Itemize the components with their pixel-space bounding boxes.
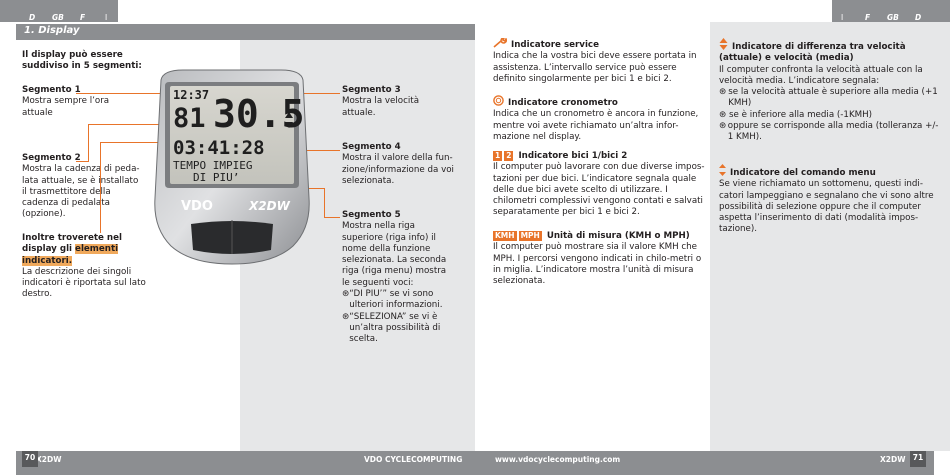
lang-tab-gb[interactable]: GB — [887, 13, 899, 22]
segment-4-block: Segmento 4 Mostra il valore della fun-zi… — [342, 142, 454, 187]
service-title: Indicatore service — [511, 40, 599, 50]
leader-line-indicators-a — [100, 142, 101, 233]
speed-diff-bullet-3: ⊛oppure se corrisponde alla media (tolle… — [719, 121, 939, 143]
leader-line-seg2-a — [76, 161, 88, 162]
leader-line-seg5-b — [324, 188, 325, 218]
segment-5-block: Segmento 5 Mostra nella riga superiore (… — [342, 210, 456, 346]
footer-url[interactable]: www.vdocyclecomputing.com — [495, 455, 621, 464]
leader-line-seg4 — [296, 150, 340, 151]
segment-2-title: Segmento 2 — [22, 153, 81, 163]
segment-1-block: Segmento 1 Mostra sempre l’ora attuale — [22, 85, 142, 119]
footer-left: X2DW VDO CYCLECOMPUTING — [16, 451, 475, 475]
gray-column-right — [710, 22, 950, 451]
footer-brand: VDO CYCLECOMPUTING — [364, 455, 463, 464]
page-number-left: 70 — [22, 451, 38, 467]
lang-tab-gb[interactable]: GB — [52, 13, 64, 22]
leader-line-indicators-b — [100, 142, 180, 143]
indicators-text: La descrizione dei singoli indicatori è … — [22, 266, 146, 300]
service-text: Indica che la vostra bici deve essere po… — [493, 51, 697, 84]
leader-line-seg5-a — [296, 188, 324, 189]
segment-4-text: Mostra il valore della fun-zione/informa… — [342, 153, 454, 186]
segment-3-block: Segmento 3 Mostra la velocità attuale. — [342, 85, 452, 119]
device-model-logo: X2DW — [248, 199, 291, 213]
lang-tab-d[interactable]: D — [915, 13, 922, 22]
lcd-cadence: 81 — [173, 103, 206, 134]
speed-diff-block: Indicatore di differenza tra velocità (a… — [719, 38, 945, 144]
leader-line-seg5-c — [324, 217, 340, 218]
segment-4-title: Segmento 4 — [342, 142, 401, 152]
segment-5-text: Mostra nella riga superiore (riga info) … — [342, 221, 447, 288]
stopwatch-icon — [493, 95, 504, 106]
lcd-down-arrow-icon — [285, 122, 293, 128]
bike-1-badge: 1 — [493, 151, 503, 161]
lcd-menu-line: DI PIU’ — [193, 171, 239, 184]
footer-model-right: X2DW — [880, 455, 906, 464]
chrono-block: Indicatore cronometro Indica che un cron… — [493, 95, 703, 143]
leader-line-seg2-c — [88, 124, 178, 125]
segment-1-text: Mostra sempre l’ora attuale — [22, 96, 110, 118]
lcd-speed: 30.5 — [213, 92, 305, 136]
menu-indicator-text: Se viene richiamato un sottomenu, questi… — [719, 179, 934, 235]
lang-tab-f[interactable]: F — [865, 13, 871, 22]
lang-tab-f[interactable]: F — [80, 13, 86, 22]
segment-2-text: Mostra la cadenza di peda-lata attuale, … — [22, 164, 140, 220]
language-tabs-right: I F GB D — [832, 0, 950, 22]
language-tabs-left: D GB F I — [0, 0, 118, 22]
lang-tab-d[interactable]: D — [29, 13, 36, 22]
intro-text: Il display può essere suddiviso in 5 seg… — [22, 50, 142, 72]
service-block: Indicatore service Indica che la vostra … — [493, 38, 703, 85]
section-title: 1. Display — [24, 25, 80, 36]
footer-right: www.vdocyclecomputing.com X2DW — [475, 451, 934, 475]
kmh-badge: KMH — [493, 231, 517, 241]
mph-badge: MPH — [518, 231, 542, 241]
lcd-up-arrow-icon — [285, 112, 293, 118]
speed-diff-bullet-1: ⊛se la velocità attuale è superiore alla… — [719, 87, 938, 109]
menu-arrows-icon — [719, 164, 726, 176]
speed-diff-text: Il computer confronta la velocità attual… — [719, 64, 923, 86]
cycle-computer-image: 12:37 81 30.5 03:41:28 TEMPO IMPIEG DI P… — [154, 69, 310, 265]
up-down-arrows-icon — [719, 38, 728, 50]
bike-title: Indicatore bici 1/bici 2 — [518, 151, 628, 161]
footer-model-left: X2DW — [36, 455, 62, 464]
segment-5-bullet-2: ⊛“SELEZIONA” se vi è un’altra possibilit… — [342, 311, 441, 345]
segment-1-title: Segmento 1 — [22, 85, 81, 95]
lcd-time: 12:37 — [173, 88, 209, 102]
menu-indicator-block: Indicatore del comando menu Se viene ric… — [719, 164, 945, 236]
bike-text: Il computer può lavorare con due diverse… — [493, 162, 705, 218]
units-text: Il computer può mostrare sia il valore K… — [493, 242, 702, 287]
speed-diff-bullet-2: ⊛se è inferiore alla media (-1KMH) — [719, 109, 873, 120]
leader-line-seg2-b — [88, 124, 89, 162]
segment-5-title: Segmento 5 — [342, 210, 401, 220]
bike-2-badge: 2 — [504, 151, 514, 161]
page-number-right: 71 — [910, 451, 926, 467]
indicators-intro: Inoltre troverete nel display gli — [22, 233, 122, 255]
indicators-block: Inoltre troverete nel display gli elemen… — [22, 233, 150, 301]
units-title: Unità di misura (KMH o MPH) — [546, 231, 690, 241]
lcd-info-line: TEMPO IMPIEG — [173, 159, 252, 172]
lang-tab-i[interactable]: I — [841, 13, 844, 22]
wrench-icon — [493, 38, 507, 48]
lcd-function-value: 03:41:28 — [173, 137, 265, 159]
segment-3-title: Segmento 3 — [342, 85, 401, 95]
segment-3-text: Mostra la velocità attuale. — [342, 96, 420, 118]
section-header: 1. Display — [16, 24, 475, 40]
chrono-title: Indicatore cronometro — [508, 98, 618, 108]
device-brand-logo: VDO — [181, 199, 213, 214]
segment-2-block: Segmento 2 Mostra la cadenza di peda-lat… — [22, 153, 144, 221]
menu-indicator-title: Indicatore del comando menu — [730, 168, 876, 178]
leader-line-seg1 — [76, 93, 174, 94]
lang-tab-i[interactable]: I — [105, 13, 108, 22]
segment-5-bullet-1: ⊛“DI PIU’” se vi sono ulteriori informaz… — [342, 289, 443, 311]
speed-diff-title: Indicatore di differenza tra velocità (a… — [719, 42, 906, 64]
leader-line-seg3 — [296, 93, 340, 94]
chrono-text: Indica che un cronometro è ancora in fun… — [493, 109, 699, 142]
